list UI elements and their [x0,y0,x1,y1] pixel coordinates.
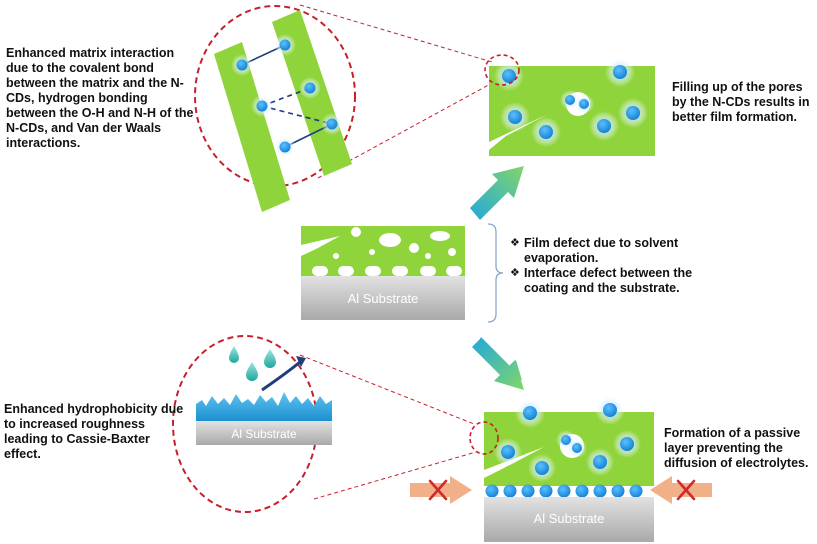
polymer-chain-left [214,42,290,212]
water-drop-icon [229,346,239,363]
note-matrix-interaction: Enhanced matrix interaction due to the c… [6,46,194,150]
zoom-circle-hydrophobic: Al Substrate [172,335,332,513]
water-drop-icon [246,362,258,381]
blocked-arrow-left [410,476,472,504]
ncd-dots-matrix [231,34,343,158]
curved-arrow-icon [261,360,301,392]
defects-brace [487,223,504,323]
defect-list: ❖ Film defect due to solvent evaporation… [510,236,710,296]
passive-layer-coating: Al Substrate [469,395,654,542]
block-cross-icon [676,479,696,501]
note-pore-filling: Filling up of the pores by the N-CDs res… [672,80,810,124]
arrow-up-right [470,166,524,220]
film-voids [301,227,456,259]
block-cross-icon [428,479,448,501]
note-hydrophobicity: Enhanced hydrophobicity due to increased… [4,402,184,461]
al-substrate-center [301,276,465,320]
blocked-arrow-right [650,476,712,504]
filled-pores-coating [484,54,655,156]
al-substrate-zoom [196,421,332,445]
water-droplets [229,346,276,381]
rough-surface [196,392,332,421]
al-substrate-bottom [484,497,654,542]
substrate-label-zoom: Al Substrate [231,427,297,441]
zoom-source-circle-bottom [469,421,499,455]
defect-item-interface: ❖ Interface defect between the coating a… [510,266,710,296]
defect-text: Interface defect between the coating and… [524,266,693,295]
bullet-icon: ❖ [510,237,520,249]
defect-text: Film defect due to solvent evaporation. [524,236,679,265]
interface-defects [312,266,462,276]
substrate-label-bottom: Al Substrate [534,511,605,526]
bullet-icon: ❖ [510,267,520,279]
hydrogen-bond-line [261,105,333,125]
zoom-connector-bottom [299,354,477,500]
note-passive-layer: Formation of a passive layer preventing … [664,426,809,470]
passive-layer-dots [485,484,643,498]
defective-coating-panel: Al Substrate [301,226,465,320]
zoom-connector-top [299,4,495,179]
substrate-label-center: Al Substrate [348,291,419,306]
ncd-dots-passive [494,395,641,482]
curved-arrow-head [296,356,306,367]
defect-item-film: ❖ Film defect due to solvent evaporation… [510,236,710,266]
zoom-source-circle-top [484,54,520,86]
water-drop-icon [264,349,276,368]
ncd-dots-pores [494,57,648,147]
zoom-circle-matrix [194,5,356,212]
arrow-down-right [472,337,524,390]
